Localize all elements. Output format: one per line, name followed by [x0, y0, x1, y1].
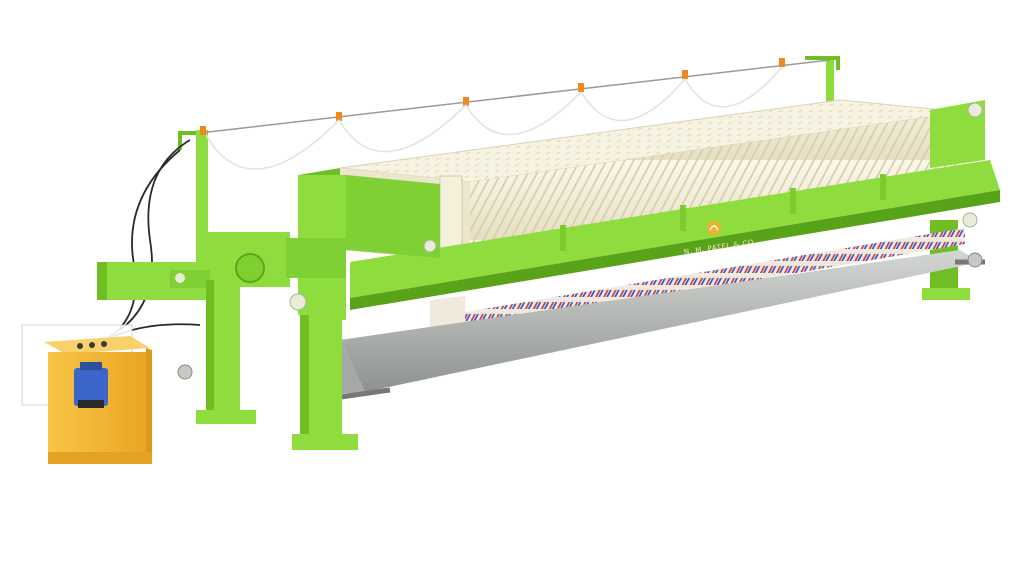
- wash-line-right-post: [826, 60, 834, 105]
- side-beam: [350, 100, 1000, 310]
- spray-nozzles: [200, 58, 785, 135]
- hydraulic-pump-icon: [74, 362, 108, 408]
- spray-hoses: [205, 66, 783, 170]
- front-right-leg: [292, 315, 358, 450]
- control-box: [21, 324, 152, 464]
- emblem-icon: [707, 221, 721, 235]
- head-end-frame: [97, 168, 440, 320]
- front-left-leg: [177, 280, 256, 424]
- cables: [89, 139, 201, 351]
